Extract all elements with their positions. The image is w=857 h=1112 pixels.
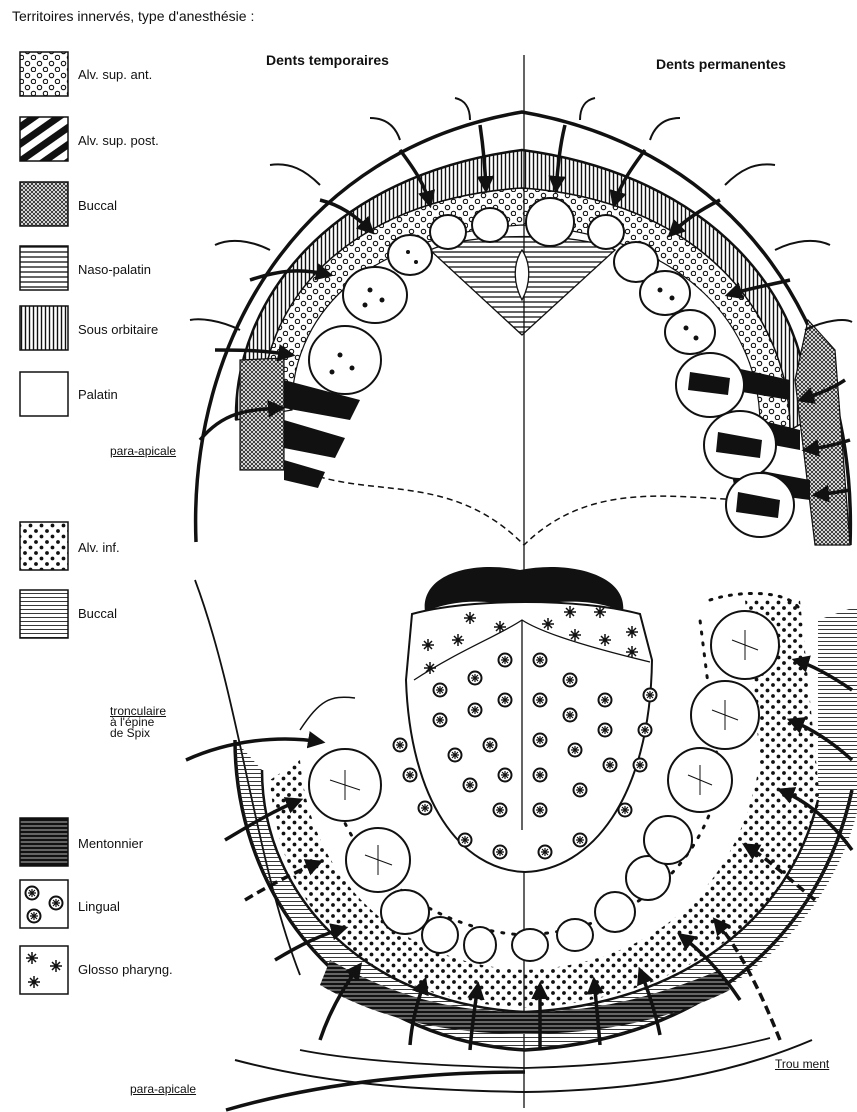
callout-para-apicale-lower: para-apicale	[130, 1083, 196, 1095]
legend-label-alv-sup-post: Alv. sup. post.	[78, 133, 159, 148]
lower-arch	[186, 567, 857, 1110]
legend-label-naso-palatin: Naso-palatin	[78, 262, 151, 277]
buccal-zone-left	[240, 358, 284, 470]
swatch-sous-orbitaire	[20, 306, 68, 350]
swatch-buccal-upper	[20, 182, 68, 226]
palatin-zone	[300, 470, 780, 545]
swatch-palatin	[20, 372, 68, 416]
swatch-alv-inf	[20, 522, 68, 570]
legend-label-alv-inf: Alv. inf.	[78, 540, 120, 555]
callout-trou-mentonnier: Trou ment	[775, 1058, 829, 1070]
callout-tronculaire-line-3: de Spix	[110, 728, 166, 739]
legend-swatches	[20, 52, 68, 994]
swatch-naso-palatin	[20, 246, 68, 290]
swatch-buccal-lower	[20, 590, 68, 638]
column-title-left: Dents temporaires	[266, 52, 389, 68]
swatch-mentonnier	[20, 818, 68, 866]
legend-label-mentonnier: Mentonnier	[78, 836, 143, 851]
column-title-right: Dents permanentes	[656, 56, 786, 72]
diagram-heading: Territoires innervés, type d'anesthésie …	[12, 8, 254, 24]
alv-sup-post-left	[284, 380, 360, 488]
legend-label-alv-sup-ant: Alv. sup. ant.	[78, 67, 152, 82]
swatch-alv-sup-post	[20, 117, 68, 161]
swatch-alv-sup-ant	[20, 52, 68, 96]
upper-arch	[190, 98, 852, 545]
tongue	[406, 602, 652, 872]
swatch-lingual	[20, 880, 68, 928]
swatch-glosso-pharyng	[20, 946, 68, 994]
legend-label-palatin: Palatin	[78, 387, 118, 402]
callout-tronculaire: tronculaire à l'épine de Spix	[110, 706, 166, 739]
legend-label-lingual: Lingual	[78, 899, 120, 914]
legend-label-sous-orbitaire: Sous orbitaire	[78, 322, 158, 337]
legend-label-buccal-lower: Buccal	[78, 606, 117, 621]
legend-label-buccal-upper: Buccal	[78, 198, 117, 213]
buccal-zone-right	[795, 320, 850, 545]
legend-label-glosso-pharyng: Glosso pharyng.	[78, 962, 173, 977]
callout-para-apicale-upper: para-apicale	[110, 445, 176, 457]
